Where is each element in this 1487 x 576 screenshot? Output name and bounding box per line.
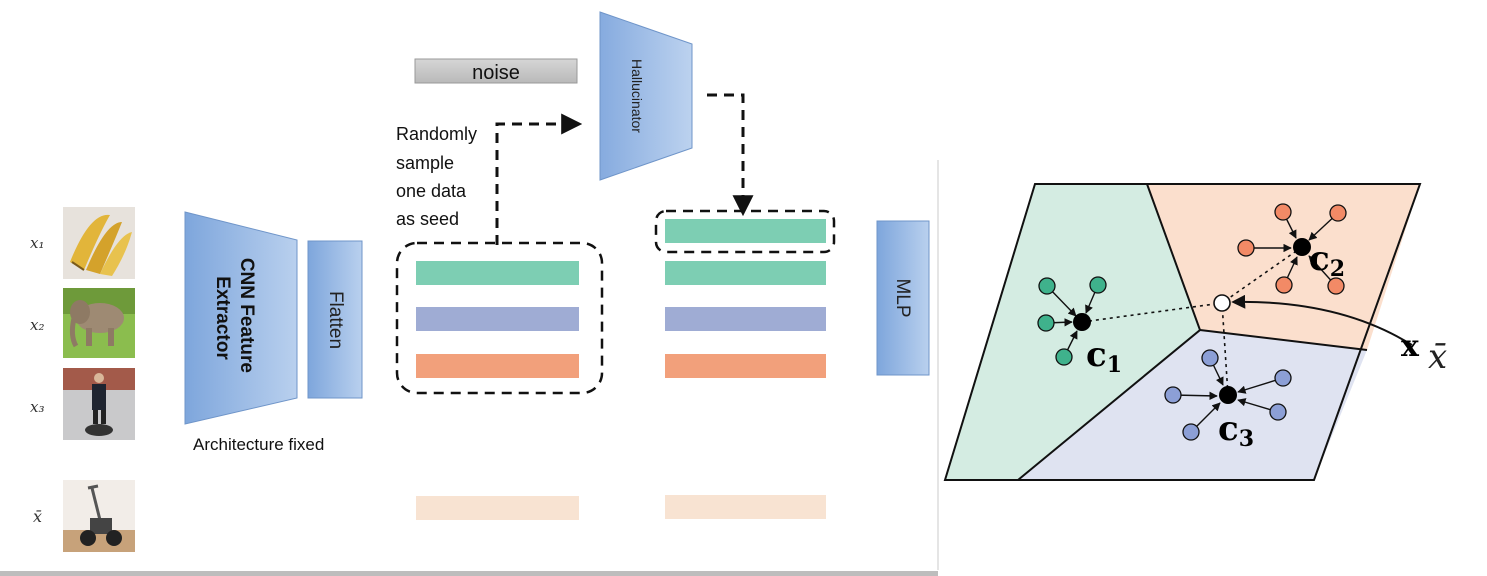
query-arrow bbox=[1231, 294, 1413, 346]
support-point bbox=[1201, 349, 1219, 367]
hallucinated-selection-box bbox=[654, 209, 836, 254]
support-point bbox=[1269, 403, 1287, 421]
query-label: x bbox=[1401, 329, 1420, 364]
support-point bbox=[1182, 423, 1200, 441]
seed-caption: Randomly sample one data as seed bbox=[396, 124, 482, 229]
input-label-x3: x₃ bbox=[30, 398, 44, 416]
mlp-block: MLP bbox=[876, 220, 930, 376]
region-c3 bbox=[1018, 330, 1367, 480]
feature-bar-orange bbox=[416, 354, 579, 378]
prototype-diagram: c1 c2 bbox=[943, 183, 1465, 481]
cluster-c1: c1 bbox=[1037, 276, 1122, 378]
support-point bbox=[1329, 204, 1347, 222]
query-overlay-patch bbox=[1423, 330, 1465, 378]
support-point bbox=[1037, 314, 1055, 332]
input-label-x1: x₁ bbox=[30, 234, 44, 252]
segway-image bbox=[63, 480, 135, 552]
feature-bar-green bbox=[416, 261, 579, 285]
seed-caption-line: as seed bbox=[396, 209, 459, 229]
hallucinator-block: Hallucinator bbox=[599, 11, 693, 181]
prototype-point-c1 bbox=[1073, 313, 1091, 331]
prototype-label-c1: c1 bbox=[1086, 335, 1122, 378]
feature-bar-blue bbox=[416, 307, 579, 331]
seed-caption-line: Randomly bbox=[396, 124, 477, 144]
cluster-c2: c2 bbox=[1237, 203, 1347, 295]
seed-caption-line: sample bbox=[396, 153, 454, 173]
input-label-x2: x₂ bbox=[30, 316, 44, 334]
seed-caption-line: one data bbox=[396, 181, 467, 201]
seed-to-hallucinator-arrow bbox=[495, 113, 583, 245]
feature-bar-green bbox=[665, 261, 826, 285]
feature-bar-orange bbox=[665, 354, 826, 378]
support-point bbox=[1327, 277, 1345, 295]
support-point bbox=[1274, 369, 1292, 387]
augmented-feature-column bbox=[654, 209, 836, 519]
support-point bbox=[1275, 276, 1293, 294]
support-point bbox=[1274, 203, 1292, 221]
noise-block: noise bbox=[414, 58, 578, 84]
feature-bar-blue bbox=[665, 307, 826, 331]
query-point bbox=[1213, 294, 1231, 312]
seed-feature-column bbox=[395, 241, 604, 520]
prototype-label-c2: c2 bbox=[1309, 239, 1345, 282]
support-point bbox=[1038, 277, 1056, 295]
support-point bbox=[1055, 348, 1073, 366]
flatten-block: Flatten bbox=[307, 240, 363, 399]
cnn-label-line2: Extractor bbox=[212, 276, 233, 360]
architecture-fixed-note: Architecture fixed bbox=[193, 435, 324, 454]
prototype-point-c3 bbox=[1219, 386, 1237, 404]
support-point bbox=[1164, 386, 1182, 404]
noise-label: noise bbox=[472, 62, 520, 84]
cnn-label-line1: CNN Feature bbox=[236, 258, 257, 373]
flatten-label: Flatten bbox=[325, 291, 346, 349]
cnn-feature-extractor: CNN Feature Extractor bbox=[184, 211, 298, 425]
feature-bar-faded bbox=[665, 495, 826, 519]
svg-text:CNN Feature Extractor: CNN Feature Extractor bbox=[212, 258, 257, 378]
support-point bbox=[1089, 276, 1107, 294]
right-divider bbox=[937, 160, 939, 570]
hallucinator-to-feature-arrow bbox=[707, 93, 754, 217]
support-point bbox=[1237, 239, 1255, 257]
input-label-xbar: x̄ bbox=[33, 507, 42, 526]
input-column: x₁ x₂ x₃ x̄ bbox=[30, 207, 135, 552]
segway-rider-image bbox=[63, 368, 135, 440]
prototype-point-c2 bbox=[1293, 238, 1311, 256]
prototype-label-c3: c3 bbox=[1218, 409, 1254, 452]
hallucinated-feature-bar bbox=[665, 219, 826, 243]
banana-image bbox=[63, 207, 135, 279]
mlp-label: MLP bbox=[892, 278, 913, 317]
elephant-image bbox=[63, 288, 135, 358]
query-overlay-label: x̄ bbox=[1428, 337, 1447, 377]
feature-bar-faded bbox=[416, 496, 579, 520]
bottom-divider bbox=[0, 571, 938, 576]
cluster-c3: c3 bbox=[1164, 349, 1292, 452]
hallucinator-label: Hallucinator bbox=[629, 59, 645, 133]
